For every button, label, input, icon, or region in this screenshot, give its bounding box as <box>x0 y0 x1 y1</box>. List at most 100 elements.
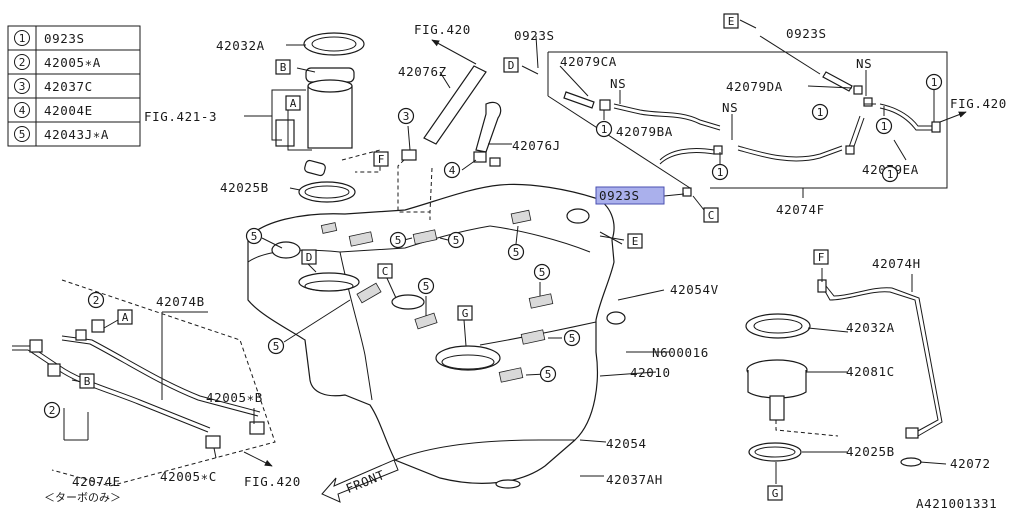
svg-text:5: 5 <box>423 280 430 293</box>
svg-text:5: 5 <box>251 230 258 243</box>
callout-5: 5 <box>389 231 407 249</box>
svg-text:D: D <box>306 251 313 264</box>
label-fig421: FIG.421-3 <box>144 109 217 124</box>
svg-text:1: 1 <box>887 168 894 181</box>
callout-f: F <box>813 249 829 265</box>
svg-text:E: E <box>632 235 639 248</box>
svg-text:F: F <box>818 251 825 264</box>
svg-text:C: C <box>382 265 389 278</box>
number-callouts: 3 4 1 1 1 1 1 1 5 5 5 5 5 5 5 5 5 2 2 <box>43 73 943 419</box>
pipe-assembly-box <box>547 51 948 198</box>
legend-part: 42005∗A <box>44 55 101 70</box>
label-0923S: 0923S <box>514 28 555 43</box>
callout-1: 1 <box>925 73 943 91</box>
svg-text:5: 5 <box>273 340 280 353</box>
callout-5: 5 <box>245 227 263 245</box>
callout-d: D <box>301 249 317 265</box>
leader-lines <box>63 19 947 484</box>
callout-a: A <box>117 309 133 325</box>
label-42076J: 42076J <box>512 138 561 153</box>
svg-text:B: B <box>280 61 287 74</box>
svg-text:4: 4 <box>19 104 26 117</box>
svg-text:1: 1 <box>817 106 824 119</box>
callout-1: 1 <box>595 120 613 138</box>
svg-text:5: 5 <box>569 332 576 345</box>
legend-row: 1 0923S <box>14 30 85 46</box>
svg-text:B: B <box>84 375 91 388</box>
turbo-pipes <box>12 279 276 487</box>
label-42037AH: 42037AH <box>606 472 663 487</box>
label-42010: 42010 <box>630 365 671 380</box>
label-front: FRONT <box>344 467 387 496</box>
svg-text:2: 2 <box>19 56 26 69</box>
label-fig420: FIG.420 <box>244 474 301 489</box>
svg-text:G: G <box>772 487 779 500</box>
legend-row: 3 42037C <box>14 78 92 94</box>
callout-g: G <box>457 305 473 321</box>
svg-text:1: 1 <box>717 166 724 179</box>
svg-text:D: D <box>508 59 515 72</box>
callout-c: C <box>377 263 393 279</box>
drawing-number: A421001331 <box>916 496 997 511</box>
callout-1: 1 <box>811 103 829 121</box>
callout-5: 5 <box>267 337 285 355</box>
callout-4: 4 <box>443 161 461 179</box>
label-42074H: 42074H <box>872 256 921 271</box>
label-42032A: 42032A <box>846 320 895 335</box>
svg-text:5: 5 <box>453 234 460 247</box>
label-42079BA: 42079BA <box>616 124 673 139</box>
legend-part: 42043J∗A <box>44 127 109 142</box>
label-42079DA: 42079DA <box>726 79 783 94</box>
label-42079CA: 42079CA <box>560 54 617 69</box>
part-labels: 42032A FIG.420 0923S 0923S 42079CA NS NS… <box>44 22 1006 511</box>
callout-b: B <box>79 373 95 389</box>
callout-2: 2 <box>43 401 61 419</box>
highlight-label: 0923S <box>599 188 640 203</box>
callout-1: 1 <box>711 163 729 181</box>
svg-text:2: 2 <box>49 404 56 417</box>
svg-text:1: 1 <box>19 32 26 45</box>
label-42032A: 42032A <box>216 38 265 53</box>
label-turbo-only: ＜ターボのみ＞ <box>44 491 121 504</box>
callout-b: B <box>275 59 291 75</box>
callout-1: 1 <box>875 117 893 135</box>
callout-g: G <box>767 485 783 501</box>
label-0923S: 0923S <box>786 26 827 41</box>
svg-text:5: 5 <box>19 128 26 141</box>
callout-5: 5 <box>417 277 435 295</box>
svg-text:A: A <box>290 97 297 110</box>
legend-row: 4 42004E <box>14 102 92 118</box>
fuel-tank <box>247 183 626 489</box>
front-arrow <box>321 459 399 503</box>
label-ns: NS <box>856 56 872 71</box>
callout-1: 1 <box>881 165 899 183</box>
label-42074E: 42074E <box>72 474 121 489</box>
svg-text:5: 5 <box>513 246 520 259</box>
hoses <box>397 65 502 220</box>
callout-3: 3 <box>397 107 415 125</box>
svg-text:G: G <box>462 307 469 320</box>
callout-a: A <box>285 95 301 111</box>
label-42054V: 42054V <box>670 282 719 297</box>
svg-text:2: 2 <box>93 294 100 307</box>
label-42074B: 42074B <box>156 294 205 309</box>
svg-text:F: F <box>378 153 385 166</box>
legend-part: 0923S <box>44 31 85 46</box>
label-42072: 42072 <box>950 456 991 471</box>
svg-text:1: 1 <box>601 123 608 136</box>
callout-d: D <box>503 57 519 73</box>
callout-5: 5 <box>563 329 581 347</box>
label-fig420: FIG.420 <box>414 22 471 37</box>
callout-f: F <box>373 151 389 167</box>
callout-c: C <box>703 207 719 223</box>
fuel-pump-assembly <box>275 32 381 203</box>
highlighted-part-0923S[interactable]: 0923S <box>595 186 665 205</box>
svg-text:5: 5 <box>395 234 402 247</box>
label-42025B: 42025B <box>220 180 269 195</box>
svg-text:3: 3 <box>19 80 26 93</box>
label-42076Z: 42076Z <box>398 64 447 79</box>
label-ns: NS <box>722 100 738 115</box>
callout-e: E <box>723 13 739 29</box>
svg-text:1: 1 <box>931 76 938 89</box>
label-ns: NS <box>610 76 626 91</box>
